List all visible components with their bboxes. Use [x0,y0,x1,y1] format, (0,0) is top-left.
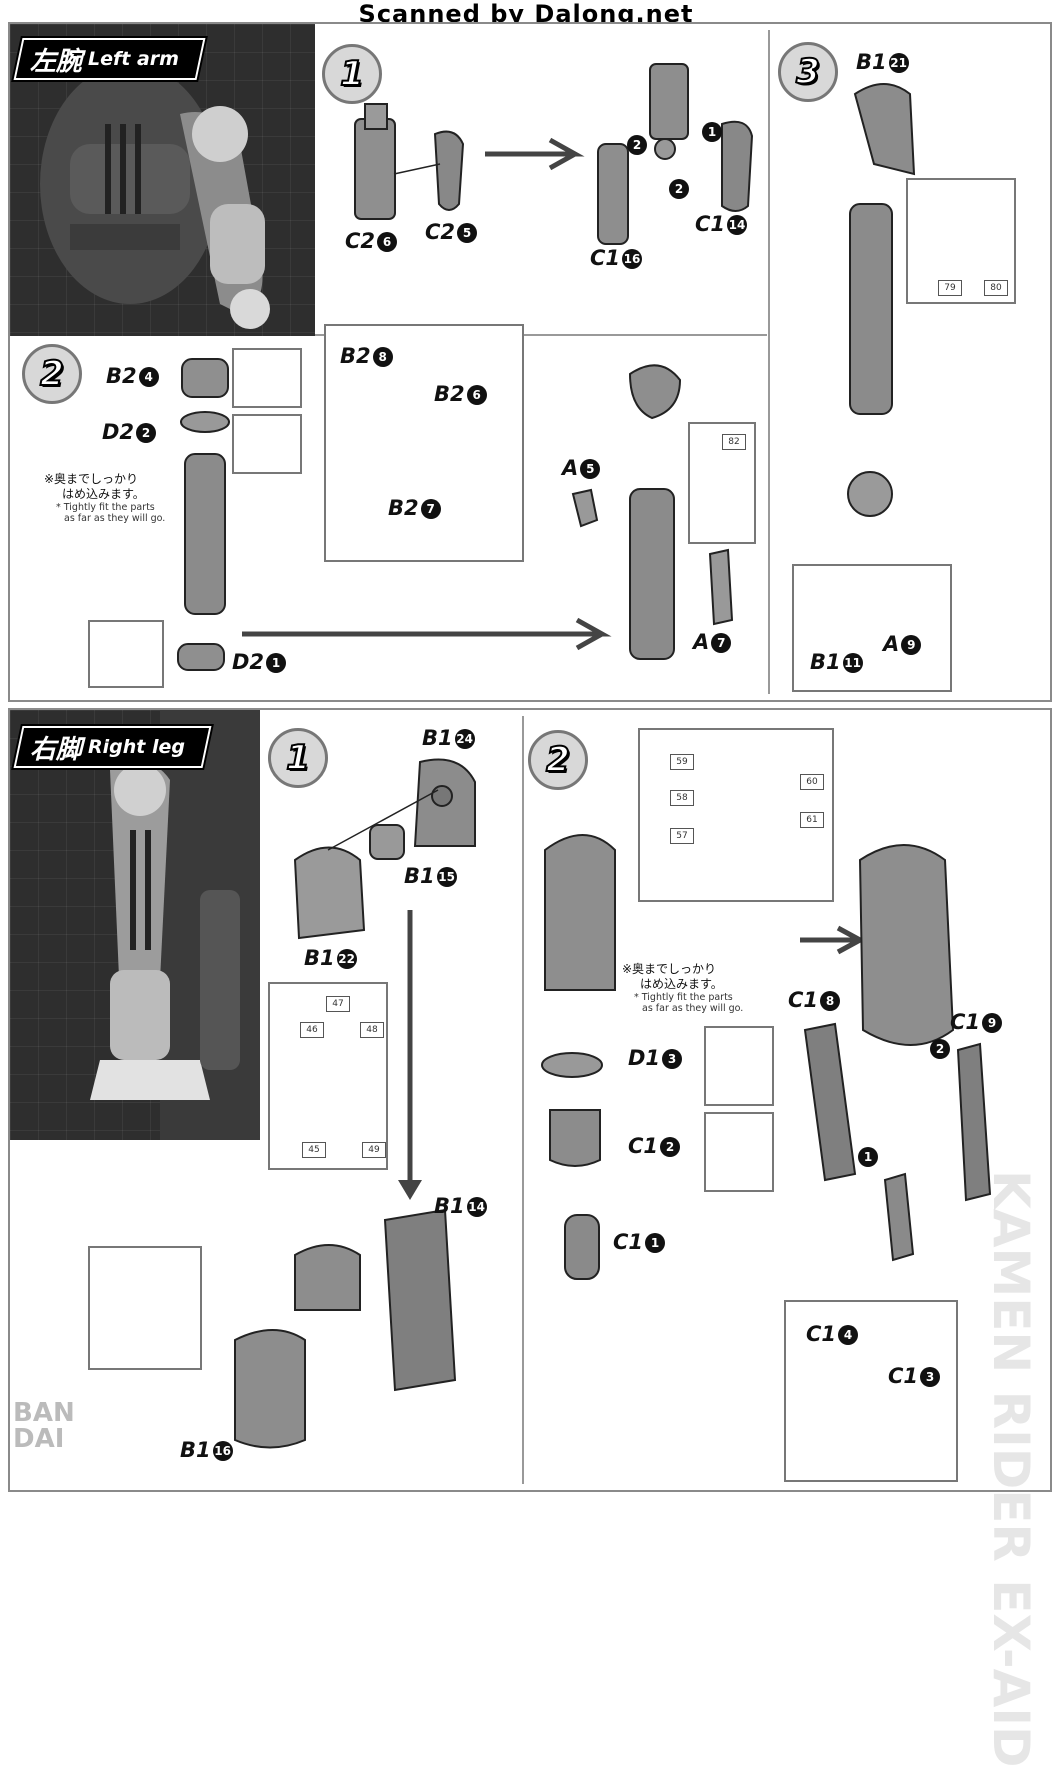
gate-60: 60 [800,774,824,790]
gate-46: 46 [300,1022,324,1038]
gate-57: 57 [670,828,694,844]
order-1: 1 [700,119,722,143]
order-2a: 2 [625,132,647,156]
gate-80: 80 [984,280,1008,296]
gate-48: 48 [360,1022,384,1038]
gate-79: 79 [938,280,962,296]
right-leg-note: ※奥までしっかり はめ込みます。 * Tightly fit the parts… [622,962,744,1014]
right-leg-photo [10,710,260,1140]
left-arm-note: ※奥までしっかり はめ込みます。 * Tightly fit the parts… [44,472,166,524]
order-1-right-leg: 1 [856,1144,878,1168]
order-2b: 2 [667,176,689,200]
gate-49: 49 [362,1142,386,1158]
gate-61: 61 [800,812,824,828]
gate-45: 45 [302,1142,326,1158]
detail-box-d2-1 [88,620,164,688]
knee-joint-subassembly-box [784,1300,958,1482]
gate-59: 59 [670,754,694,770]
right-leg-step-1: 1 [268,728,328,788]
detail-box-knee [268,982,388,1170]
left-arm-step-1: 1 [322,44,382,104]
right-leg-section: 右脚 Right leg KAMEN RIDER EX-AID BAN DAI … [8,708,1052,1767]
left-arm-step-3: 3 [778,42,838,102]
left-arm-step-2: 2 [22,344,82,404]
hand-subassembly-box [324,324,524,562]
gate-58: 58 [670,790,694,806]
fist-subassembly-box [792,564,952,692]
detail-box-c1-2 [704,1112,774,1192]
left-arm-photo [10,24,315,336]
detail-box-d1-3 [704,1026,774,1106]
gate-82: 82 [722,434,746,450]
detail-box-thigh-inner [88,1246,202,1370]
detail-box-b2-4 [232,348,302,408]
gate-47: 47 [326,996,350,1012]
bandai-logo: BAN DAI [13,1398,75,1454]
right-leg-step-2: 2 [528,730,588,790]
order-2-right-leg: 2 [928,1036,950,1060]
detail-box-d2-2 [232,414,302,474]
left-arm-section: 左腕 Left arm 1 C2 [8,22,1052,702]
